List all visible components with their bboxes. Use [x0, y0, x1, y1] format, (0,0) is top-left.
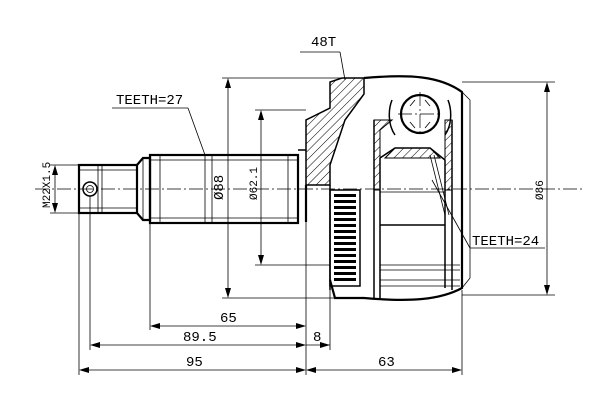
- diameter-86-label: Ø86: [535, 180, 547, 200]
- teeth-left-label: TEETH=27: [116, 93, 183, 109]
- abs-tooth: [334, 218, 356, 221]
- dim-65-label: 65: [220, 311, 237, 327]
- inner-race-section: [373, 119, 394, 191]
- abs-tooth: [334, 242, 356, 245]
- diameter-88-label: Ø88: [212, 175, 228, 200]
- abs-tooth: [334, 254, 356, 257]
- abs-tooth: [334, 278, 356, 281]
- abs-tooth: [334, 200, 356, 203]
- threaded-stub: [77, 163, 139, 215]
- dim-95-label: 95: [186, 355, 203, 371]
- splined-shaft: [148, 153, 300, 225]
- abs-tooth: [334, 224, 356, 227]
- length-dimensions: [79, 323, 462, 373]
- abs-tooth: [334, 206, 356, 209]
- abs-tooth: [334, 248, 356, 251]
- abs-tooth: [334, 230, 356, 233]
- abs-tone-ring: [329, 189, 361, 287]
- leader-lines: [112, 51, 545, 249]
- diameter-62-label: Ø62.1: [249, 167, 261, 200]
- housing-section-upper: [298, 77, 365, 186]
- abs-tooth: [334, 236, 356, 239]
- outer-bell-housing: [298, 75, 471, 301]
- abs-teeth-label: 48T: [311, 35, 336, 51]
- abs-tooth: [334, 266, 356, 269]
- dim-8-label: 8: [313, 330, 321, 346]
- abs-tooth: [334, 272, 356, 275]
- extension-lines: [50, 77, 555, 375]
- thread-label: M22X1.5: [42, 162, 54, 208]
- abs-tooth: [334, 194, 356, 197]
- abs-tooth: [334, 212, 356, 215]
- dim-63-label: 63: [378, 355, 395, 371]
- dim-89-5-label: 89.5: [183, 330, 217, 346]
- abs-tooth: [334, 260, 356, 263]
- diameter-dimensions: [52, 78, 550, 298]
- teeth-right-label: TEETH=24: [472, 234, 539, 250]
